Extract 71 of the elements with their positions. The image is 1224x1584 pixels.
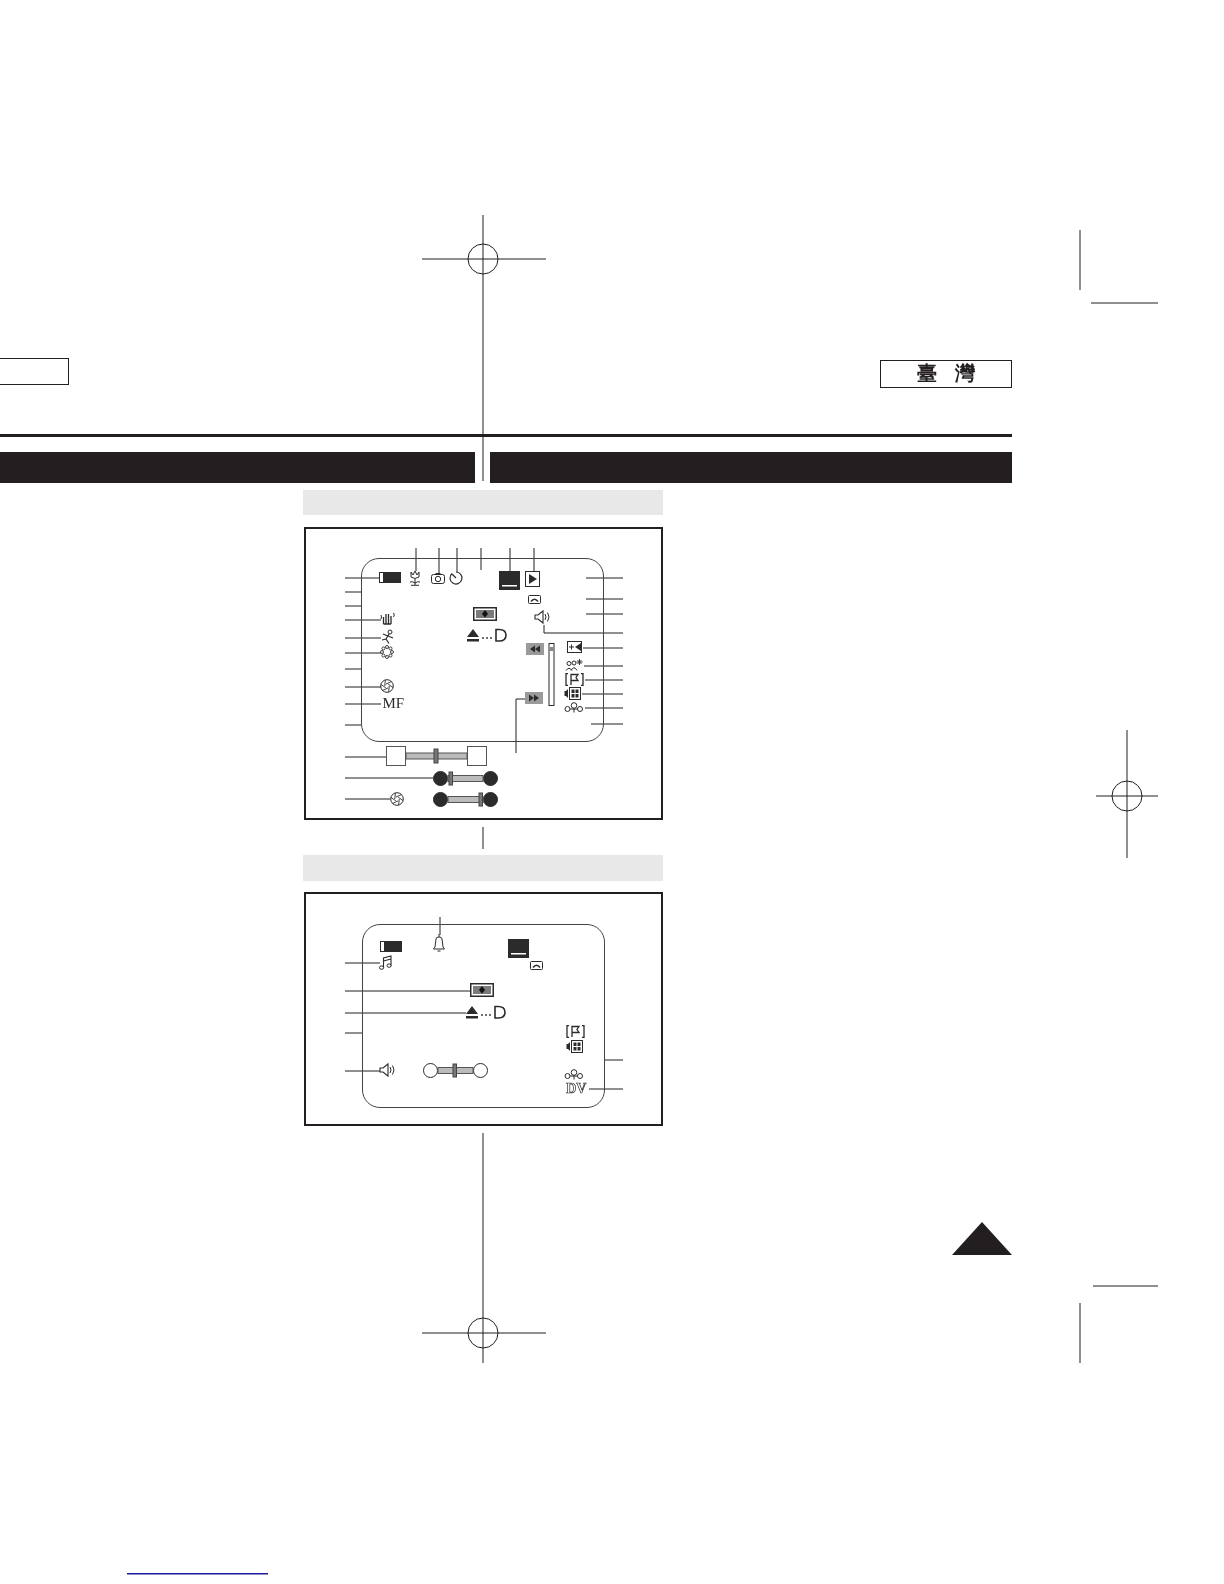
- leader-line: [581, 693, 624, 695]
- leader-line: [344, 798, 391, 800]
- linked-circles-icon: [564, 702, 585, 714]
- leader-line: [344, 990, 472, 992]
- panel-frame: [304, 527, 663, 820]
- leader-line: [585, 598, 624, 600]
- tulip-icon: [409, 570, 422, 587]
- leader-line: [344, 777, 434, 779]
- leader-line: [590, 723, 624, 725]
- eject-icon: [465, 1005, 508, 1020]
- header-bar: [490, 452, 1012, 483]
- leader-line: [344, 619, 382, 621]
- framed-diamond-icon: [470, 983, 495, 998]
- leader-line: [344, 686, 382, 688]
- leader-line: [582, 647, 624, 649]
- slider-icon: [432, 770, 498, 786]
- battery-icon: [379, 572, 402, 584]
- leader-line: [344, 652, 382, 654]
- figure-icon: [380, 629, 396, 645]
- hand-icon: [380, 612, 396, 626]
- leader-line: [344, 1032, 363, 1034]
- leader-line: [344, 1070, 381, 1072]
- leader-line: [604, 1059, 624, 1061]
- filled-square-icon: [499, 571, 521, 591]
- leader-line: [588, 1088, 624, 1090]
- leader-line: [344, 703, 382, 705]
- leader-line: [515, 698, 527, 754]
- leader-line: [584, 679, 624, 681]
- flag-icon: [565, 673, 585, 687]
- leader-line: [344, 591, 362, 593]
- leader-line: [344, 577, 381, 579]
- bell-icon: [433, 934, 446, 953]
- language-tab: [0, 358, 69, 385]
- format-text: DV: [564, 1080, 589, 1098]
- leader-line: [585, 613, 624, 615]
- leader-line: [344, 1012, 467, 1014]
- leader-line: [344, 605, 362, 607]
- panel-frame: [304, 892, 663, 1126]
- leader-line: [344, 724, 362, 726]
- leader-line: [583, 665, 624, 667]
- leader-line: [509, 547, 511, 573]
- speaker-icon: [534, 610, 553, 625]
- sparkle-figures-icon: [565, 658, 584, 672]
- leader-line: [439, 916, 441, 936]
- leader-line: [344, 756, 387, 758]
- leader-line: [533, 547, 535, 573]
- leader-line: [480, 547, 482, 571]
- language-tab: 臺 灣: [880, 360, 1012, 388]
- fast-forward-icon: [525, 692, 544, 705]
- dotted-ring-icon: [380, 645, 395, 660]
- slider-icon: [385, 745, 487, 766]
- leader-line: [344, 668, 362, 670]
- play-icon: [525, 571, 541, 588]
- leader-line: [543, 624, 624, 634]
- leader-line: [584, 707, 624, 709]
- grid-icon: [564, 687, 582, 701]
- camera-icon: [431, 573, 446, 585]
- header-bar: [0, 452, 475, 483]
- leader-line: [585, 577, 624, 579]
- aperture-icon: [389, 791, 404, 806]
- leader-line: [415, 547, 417, 572]
- aperture-icon: [380, 679, 395, 694]
- leader-line: [344, 962, 381, 964]
- leader-line: [456, 547, 458, 573]
- music-note-icon: [379, 955, 393, 971]
- leader-line: [438, 547, 440, 575]
- screen-outline: [360, 557, 604, 742]
- leader-line: [344, 637, 382, 639]
- speaker-icon: [379, 1063, 398, 1078]
- timer-icon: [449, 571, 464, 586]
- mode-text: MF: [380, 695, 407, 713]
